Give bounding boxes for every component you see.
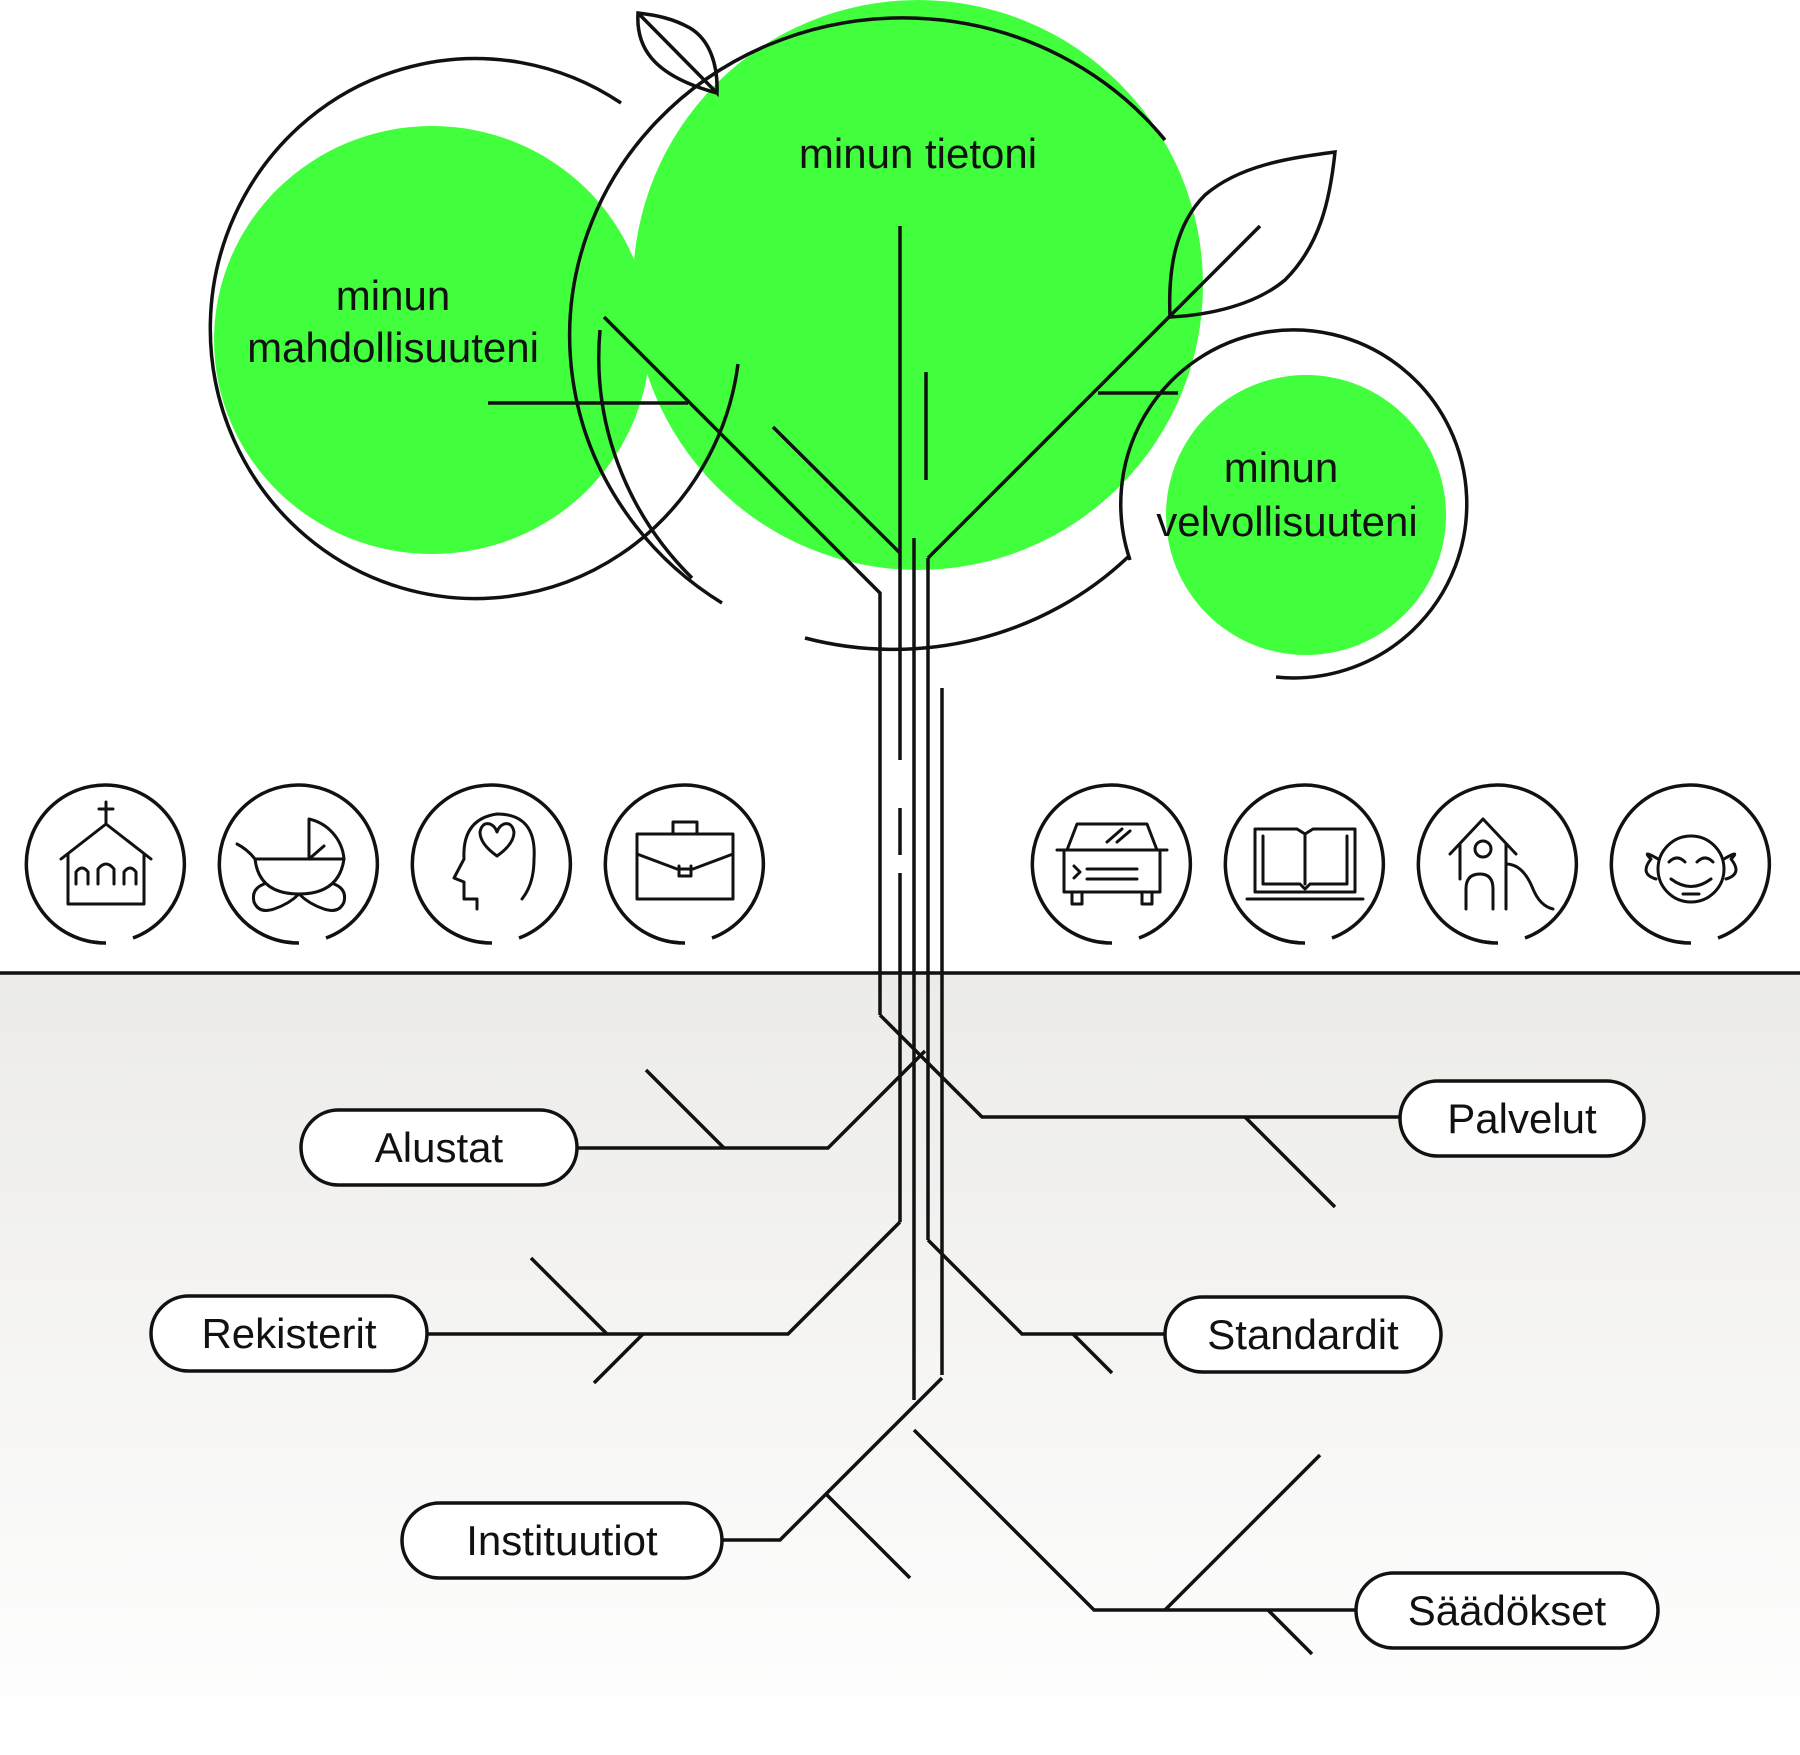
church-icon [26,785,184,943]
pill-alustat: Alustat [301,1110,577,1185]
life-icons-right [1032,785,1769,943]
life-icons-left [26,785,763,943]
briefcase-icon [605,785,763,943]
pill-saadokset-label: Säädökset [1408,1587,1607,1634]
center-canopy-outline-c [805,557,1128,649]
center-canopy-label: minun tietoni [799,130,1037,177]
left-canopy-label-line2: mahdollisuuteni [247,324,539,371]
left-canopy-label-line1: minun [336,272,450,319]
pill-standardit: Standardit [1165,1297,1441,1372]
pill-palvelut: Palvelut [1400,1081,1644,1156]
pill-rekisterit-label: Rekisterit [201,1310,376,1357]
baby-face-icon [1611,785,1769,943]
car-icon [1032,785,1190,943]
right-canopy-label-line1: minun [1224,444,1338,491]
baby-stroller-icon [219,785,377,943]
pill-standardit-label: Standardit [1207,1311,1399,1358]
small-leaf [638,13,717,93]
head-heart-icon [412,785,570,943]
pill-alustat-label: Alustat [375,1124,504,1171]
pill-rekisterit: Rekisterit [151,1296,427,1371]
book-icon [1225,785,1383,943]
pill-saadokset: Säädökset [1356,1573,1658,1648]
right-canopy-label-line2: velvollisuuteni [1156,498,1417,545]
pill-palvelut-label: Palvelut [1447,1095,1597,1142]
house-person-icon [1418,785,1576,943]
pill-instituutiot-label: Instituutiot [466,1517,658,1564]
pill-instituutiot: Instituutiot [402,1503,722,1578]
